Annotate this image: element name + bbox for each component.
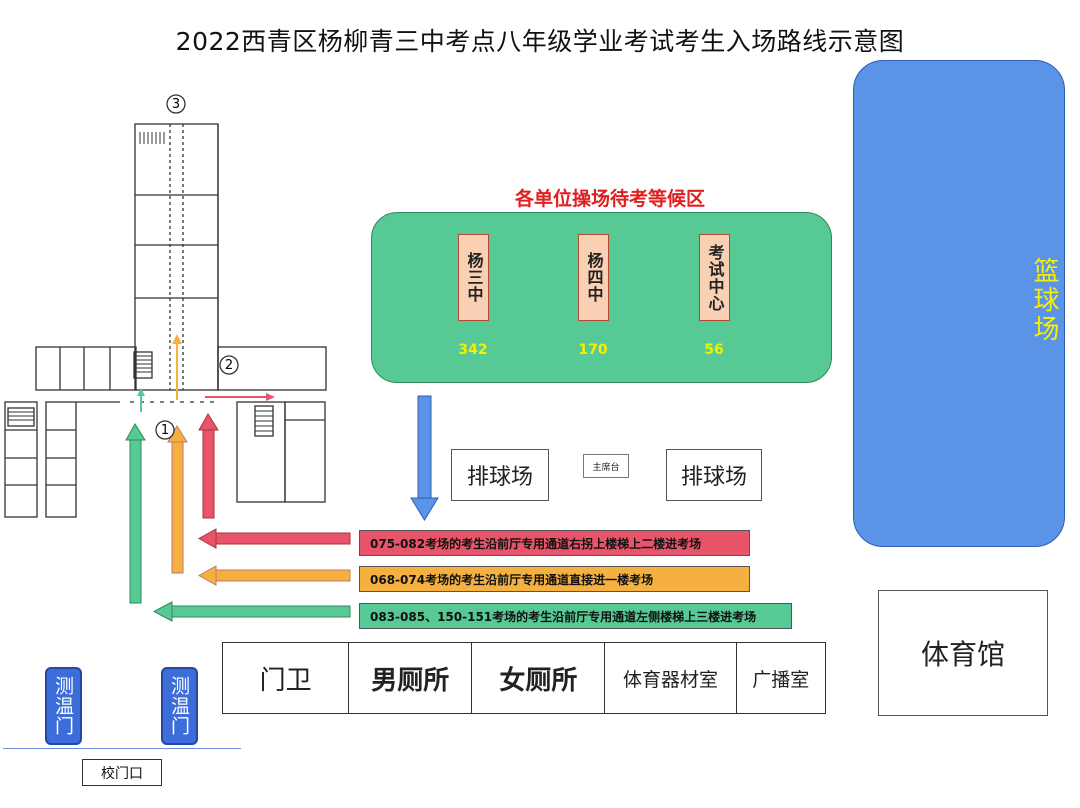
school-boundary-line — [3, 748, 241, 749]
route-red-label: 075-082考场的考生沿前厅专用通道右拐上楼梯上二楼进考场 — [359, 530, 750, 556]
basketball-court — [853, 60, 1065, 547]
thermometer-gate-left: 测温门 — [45, 667, 82, 745]
room-womens-toilet: 女厕所 — [472, 643, 606, 713]
count-yang4: 170 — [578, 342, 608, 358]
count-exam-center: 56 — [704, 342, 724, 358]
basketball-court-label: 篮球场 — [1029, 256, 1059, 344]
gym: 体育馆 — [878, 590, 1048, 716]
school-card-yang3: 杨三中 — [458, 234, 489, 321]
room-broadcast: 广播室 — [752, 668, 810, 691]
marker-3-label: 3 — [171, 96, 181, 112]
marker-1 — [155, 420, 175, 440]
marker-2 — [219, 355, 239, 375]
school-card-yang4: 杨四中 — [578, 234, 609, 321]
volleyball-court-left: 排球场 — [451, 449, 549, 501]
bottom-rooms: 门卫 男厕所 女厕所 体育器材室 广播室 — [222, 642, 826, 714]
waiting-area-title: 各单位操场待考等候区 — [514, 188, 705, 210]
thermometer-gate-right: 测温门 — [161, 667, 198, 745]
route-orange-label: 068-074考场的考生沿前厅专用通道直接进一楼考场 — [359, 566, 750, 592]
marker-2-label: 2 — [224, 357, 234, 373]
count-yang3: 342 — [458, 342, 488, 358]
marker-3 — [166, 94, 186, 114]
podium: 主席台 — [583, 454, 629, 478]
marker-1-label: 1 — [160, 422, 170, 438]
room-guard: 门卫 — [223, 643, 350, 713]
volleyball-court-right: 排球场 — [666, 449, 762, 501]
room-mens-toilet: 男厕所 — [349, 643, 473, 713]
school-card-exam-center: 考试中心 — [699, 234, 730, 321]
school-gate: 校门口 — [82, 759, 162, 786]
room-sports-equipment: 体育器材室 — [605, 643, 737, 713]
route-green-label: 083-085、150-151考场的考生沿前厅专用通道左侧楼梯上三楼进考场 — [359, 603, 792, 629]
page-title: 2022西青区杨柳青三中考点八年级学业考试考生入场路线示意图 — [175, 27, 905, 56]
